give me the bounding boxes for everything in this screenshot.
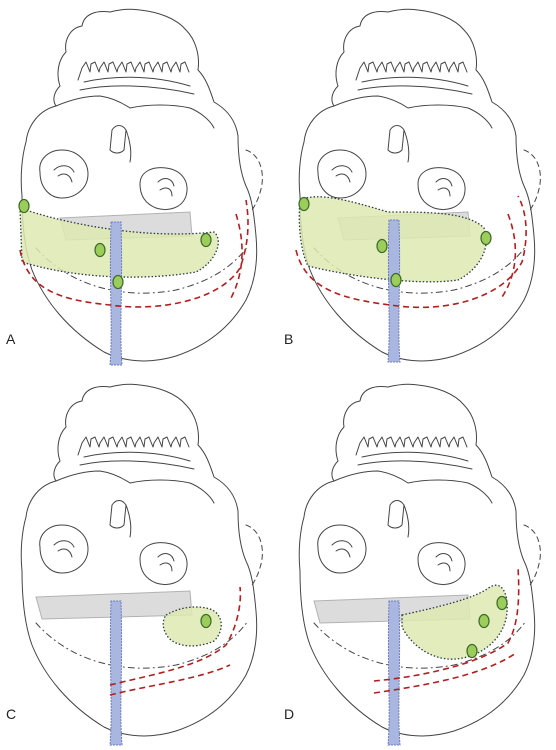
left-orbit-detail [331, 165, 353, 183]
marker-point [480, 230, 492, 246]
right-orbit-detail [157, 178, 175, 197]
right-zygoma-dashed [245, 524, 263, 586]
cranium-outline [20, 383, 258, 737]
right-orbit [139, 167, 188, 210]
highlighted-region [401, 584, 508, 660]
red-dashed-line [109, 664, 231, 696]
dentition [355, 61, 468, 81]
left-orbit-detail [331, 540, 353, 558]
panel-c: C [0, 375, 278, 750]
left-orbit-detail [53, 540, 75, 558]
right-zygoma-dashed [523, 149, 541, 211]
panel-a-diagram [18, 8, 263, 366]
marker-point [200, 232, 212, 248]
red-dashed-line [109, 586, 242, 686]
dentition [77, 61, 190, 81]
midline-structure [109, 221, 123, 366]
right-orbit [417, 167, 466, 210]
face-inner-line [333, 95, 493, 129]
panel-a: A [0, 0, 278, 375]
right-zygoma-dashed [245, 149, 263, 211]
cranium-outline [298, 383, 536, 737]
skull-outline [298, 383, 541, 737]
marker-point [94, 242, 106, 258]
panel-d-diagram [298, 383, 541, 746]
right-orbit-detail [435, 178, 453, 197]
left-orbit [317, 524, 367, 574]
right-zygoma-dashed [523, 524, 541, 586]
red-dashed-line [373, 566, 520, 682]
marker-point [298, 196, 310, 212]
face-inner-line [55, 95, 215, 129]
tooth-row-lines [357, 76, 473, 95]
marker-point [478, 613, 490, 629]
marker-point [390, 272, 402, 288]
panel-b-diagram [295, 8, 541, 363]
right-orbit [417, 542, 466, 585]
left-orbit-detail [53, 165, 75, 183]
face-inner-line [55, 470, 215, 504]
left-orbit [39, 149, 89, 199]
panel-c-diagram [20, 383, 263, 746]
marker-point [466, 643, 478, 659]
midline-structure [387, 219, 401, 363]
right-orbit [139, 542, 188, 585]
panel-d: D [278, 375, 556, 750]
suture-arc [35, 620, 249, 669]
marker-point [376, 238, 388, 254]
nasal-aperture [387, 500, 410, 538]
tooth-row-lines [79, 451, 195, 470]
tooth-row-lines [357, 451, 473, 470]
skull-outline [20, 8, 263, 362]
panel-b: B [278, 0, 556, 375]
tooth-row-lines [79, 76, 195, 95]
red-dashed-line [229, 213, 243, 301]
cranium-outline [298, 8, 536, 362]
right-orbit-detail [157, 553, 175, 572]
panel-a-label: A [6, 331, 16, 347]
dentition [355, 436, 468, 456]
skull-outline [298, 8, 541, 362]
suture-arc [35, 245, 249, 294]
highlighted-region [162, 606, 222, 647]
panel-b-label: B [284, 331, 294, 347]
red-dashed-line [295, 195, 527, 309]
red-dashed-line [19, 199, 249, 308]
midline-structure [387, 600, 401, 746]
left-orbit [39, 524, 89, 574]
dentition [77, 436, 190, 456]
marker-point [112, 274, 124, 290]
left-orbit [317, 149, 367, 199]
panel-c-label: C [6, 706, 17, 722]
midline-structure [109, 600, 123, 746]
nasal-aperture [109, 125, 132, 163]
skull-outline [20, 383, 263, 737]
marker-point [496, 595, 508, 611]
nasal-aperture [387, 125, 410, 163]
cranium-outline [20, 8, 258, 362]
face-inner-line [333, 470, 493, 504]
marker-point [18, 198, 30, 214]
red-dashed-line [499, 213, 517, 301]
nasal-aperture [109, 500, 132, 538]
suture-arc [313, 620, 527, 669]
marker-point [200, 613, 212, 629]
red-dashed-line [373, 652, 517, 694]
right-orbit-detail [435, 553, 453, 572]
panel-d-label: D [284, 706, 295, 722]
